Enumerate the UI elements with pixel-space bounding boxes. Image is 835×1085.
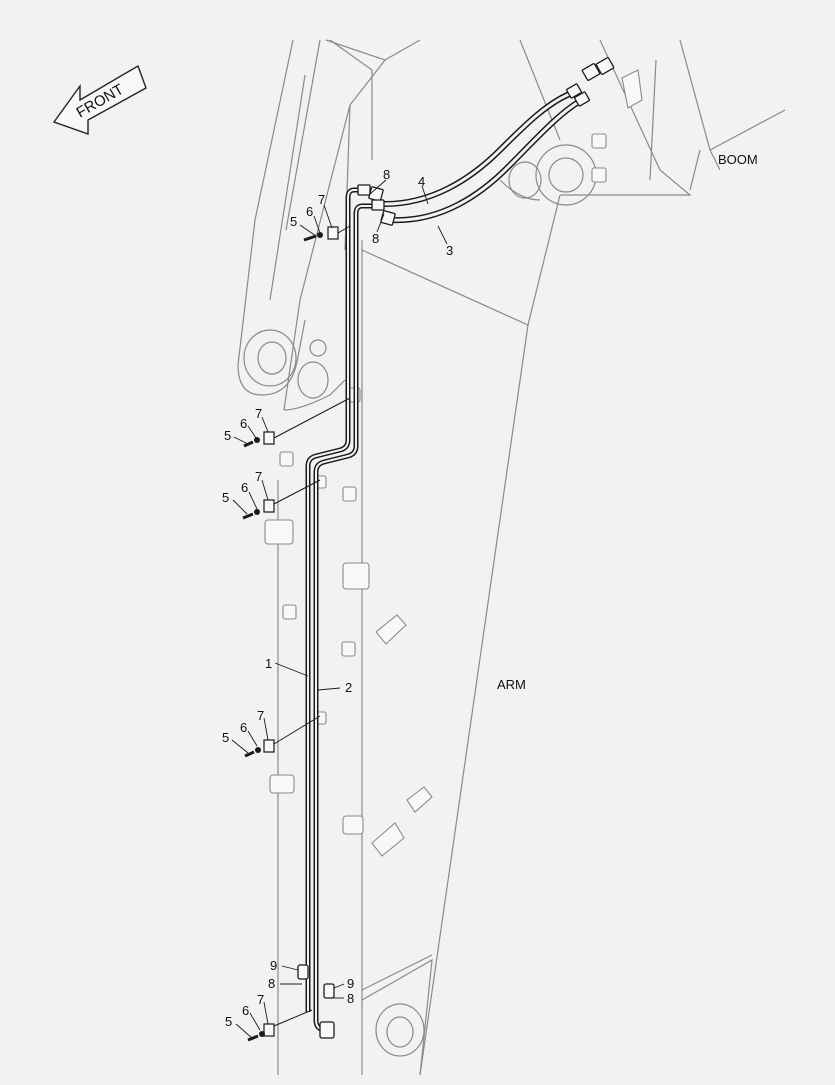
leader-lines	[231, 179, 448, 1039]
callout-labels: BOOM ARM 1 2 3 4 8 8 5 6 7 5 6 7 5 6 7 5…	[222, 152, 758, 1029]
clamp-group-1	[303, 225, 351, 242]
callout-g5-7: 7	[257, 992, 264, 1007]
clamp-group-5	[247, 1009, 313, 1042]
callout-g2-5: 5	[224, 428, 231, 443]
callout-g3-5: 5	[222, 490, 229, 505]
callout-8-top-b: 8	[372, 231, 379, 246]
callout-g5-5: 5	[225, 1014, 232, 1029]
callout-1: 1	[265, 656, 272, 671]
callout-bottom-9a: 9	[270, 958, 277, 973]
callout-2: 2	[345, 680, 352, 695]
arm-pin-bosses	[243, 144, 597, 1057]
label-arm: ARM	[497, 677, 526, 692]
label-boom: BOOM	[718, 152, 758, 167]
front-arrow: FRONT	[52, 64, 147, 135]
callout-g1-7: 7	[318, 192, 325, 207]
callout-g2-7: 7	[255, 406, 262, 421]
callout-8-top-a: 8	[383, 167, 390, 182]
callout-4: 4	[418, 174, 425, 189]
clamp-group-2	[243, 397, 351, 448]
callout-g1-6: 6	[306, 204, 313, 219]
callout-g5-6: 6	[242, 1003, 249, 1018]
clamp-group-4	[244, 715, 321, 758]
callout-g2-6: 6	[240, 416, 247, 431]
pipe-2	[313, 203, 372, 1033]
callout-g3-7: 7	[255, 469, 262, 484]
arm-mount-blocks	[264, 69, 643, 857]
callout-g4-5: 5	[222, 730, 229, 745]
callout-g4-6: 6	[240, 720, 247, 735]
fittings	[297, 57, 615, 1039]
arm-structure	[237, 39, 786, 1076]
clamp-group-3	[242, 479, 321, 520]
callout-bottom-8a: 8	[268, 976, 275, 991]
hose-lines	[305, 89, 584, 1033]
callout-g1-5: 5	[290, 214, 297, 229]
callout-bottom-8b: 8	[347, 991, 354, 1006]
callout-3: 3	[446, 243, 453, 258]
callout-g4-7: 7	[257, 708, 264, 723]
callout-g3-6: 6	[241, 480, 248, 495]
callout-bottom-9b: 9	[347, 976, 354, 991]
front-arrow-shape	[52, 64, 147, 135]
